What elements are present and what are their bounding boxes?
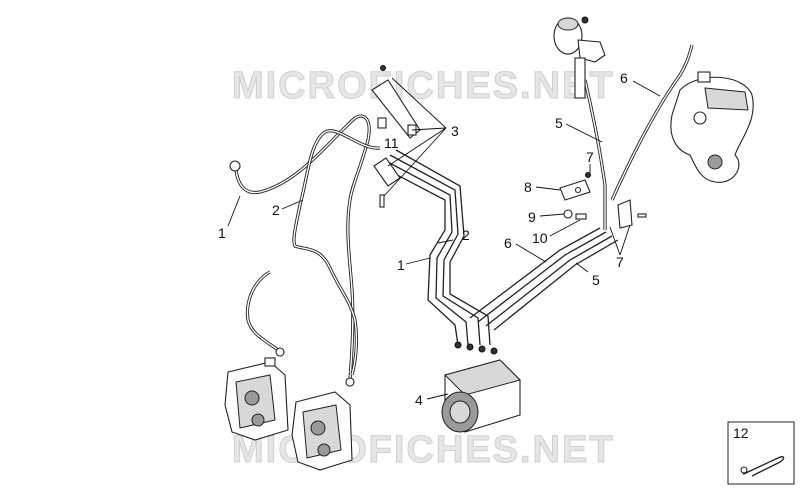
callout-2-left: 2 [272, 202, 280, 218]
rigid-brake-pipes-rear[interactable] [469, 227, 619, 331]
callout-5-upper: 5 [555, 115, 563, 131]
callout-9: 9 [528, 209, 536, 225]
rear-brake-hose-master[interactable] [583, 79, 607, 230]
brackets-7[interactable] [585, 172, 647, 229]
rear-caliper[interactable] [670, 71, 754, 183]
callout-7-lower: 7 [616, 254, 624, 270]
leader-lines [227, 77, 661, 400]
bracket-8[interactable] [559, 179, 591, 201]
front-caliper-right[interactable] [291, 391, 353, 471]
callout-1-left: 1 [218, 225, 226, 241]
callout-7-upper: 7 [586, 149, 594, 165]
banjo-fitting-icon [345, 377, 355, 387]
front-brake-hose-right[interactable] [245, 129, 381, 376]
watermark-top: MICROFICHES.NET [232, 65, 615, 107]
watermark-bottom: MICROFICHES.NET [232, 429, 615, 471]
washer-9[interactable] [563, 209, 573, 219]
bolt-icon [380, 65, 386, 71]
callout-6-center: 6 [504, 235, 512, 251]
screw-10[interactable] [575, 213, 587, 220]
callout-12: 12 [733, 425, 749, 441]
abs-control-unit[interactable] [441, 341, 521, 433]
callout-6-upper: 6 [620, 70, 628, 86]
bolt-icon [585, 172, 591, 178]
screw-icon [379, 194, 385, 208]
front-brake-hose-left[interactable] [229, 114, 371, 387]
callout-5-lower: 5 [592, 272, 600, 288]
screw-icon [377, 117, 387, 129]
front-caliper-left[interactable] [224, 357, 289, 441]
callout-1-center: 1 [397, 257, 405, 273]
bolt-icon [581, 16, 589, 24]
callout-2-center: 2 [462, 227, 470, 243]
rear-brake-hose-caliper[interactable] [610, 44, 694, 201]
callout-10: 10 [532, 230, 548, 246]
banjo-fitting-icon [229, 160, 241, 172]
callout-3: 3 [451, 123, 459, 139]
banjo-fitting-icon [275, 347, 285, 357]
callout-8: 8 [524, 179, 532, 195]
inset-item-12[interactable]: 12 [727, 421, 795, 485]
rear-master-cylinder[interactable] [553, 16, 606, 99]
rigid-brake-pipes-front[interactable] [377, 149, 491, 346]
screw-icon [637, 213, 647, 218]
callout-11: 11 [384, 135, 399, 151]
callout-4: 4 [415, 392, 423, 408]
